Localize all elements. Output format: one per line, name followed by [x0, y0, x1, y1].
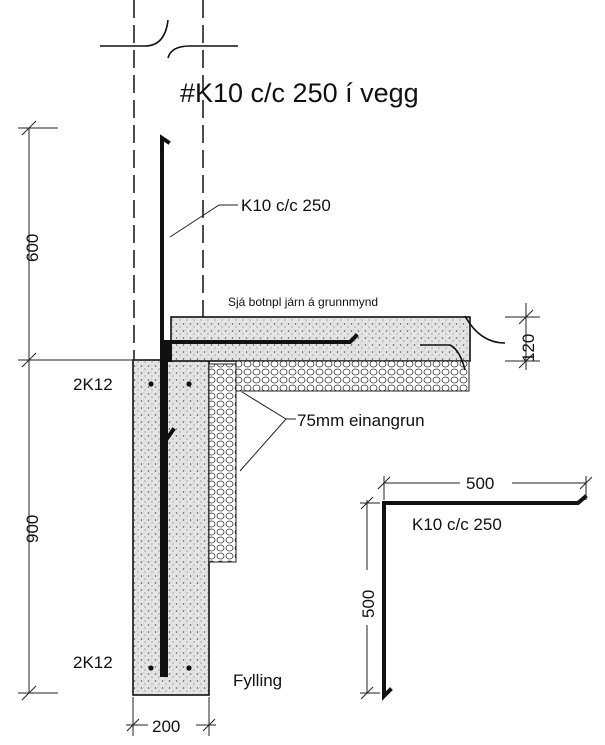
slab-thickness-label: 120	[519, 334, 538, 362]
top-bars-label: 2K12	[73, 375, 113, 394]
lower-dimension-label: 900	[23, 515, 42, 543]
wall-rebar-label: K10 c/c 250	[241, 196, 331, 215]
foundation-wall	[132, 359, 210, 696]
vertical-insulation	[208, 363, 237, 563]
slab-dimension	[505, 303, 540, 370]
vertical-dimension	[18, 120, 140, 701]
wall-outline	[100, 0, 238, 360]
slab-rebar	[164, 333, 359, 677]
bar-detail	[360, 476, 593, 701]
upper-dimension-label: 600	[23, 234, 42, 262]
rebar-dots	[148, 381, 192, 671]
footing-width-label: 200	[152, 717, 180, 736]
width-dimension	[126, 697, 216, 736]
insulation-label: 75mm einangrun	[297, 411, 425, 430]
floor-slab	[170, 316, 471, 362]
bar-detail-vertical-dim: 500	[359, 590, 378, 618]
slab-insulation	[235, 360, 470, 392]
bottom-bars-label: 2K12	[73, 653, 113, 672]
slab-note: Sjá botnpl járn á grunnmynd	[228, 295, 378, 309]
bar-detail-horizontal-dim: 500	[466, 474, 494, 493]
bar-detail-label: K10 c/c 250	[412, 515, 502, 534]
leader-lines	[169, 204, 296, 472]
wall-rebar	[160, 134, 171, 677]
fill-label: Fylling	[233, 671, 282, 690]
wall-rebar-title: #K10 c/c 250 í vegg	[180, 78, 419, 108]
